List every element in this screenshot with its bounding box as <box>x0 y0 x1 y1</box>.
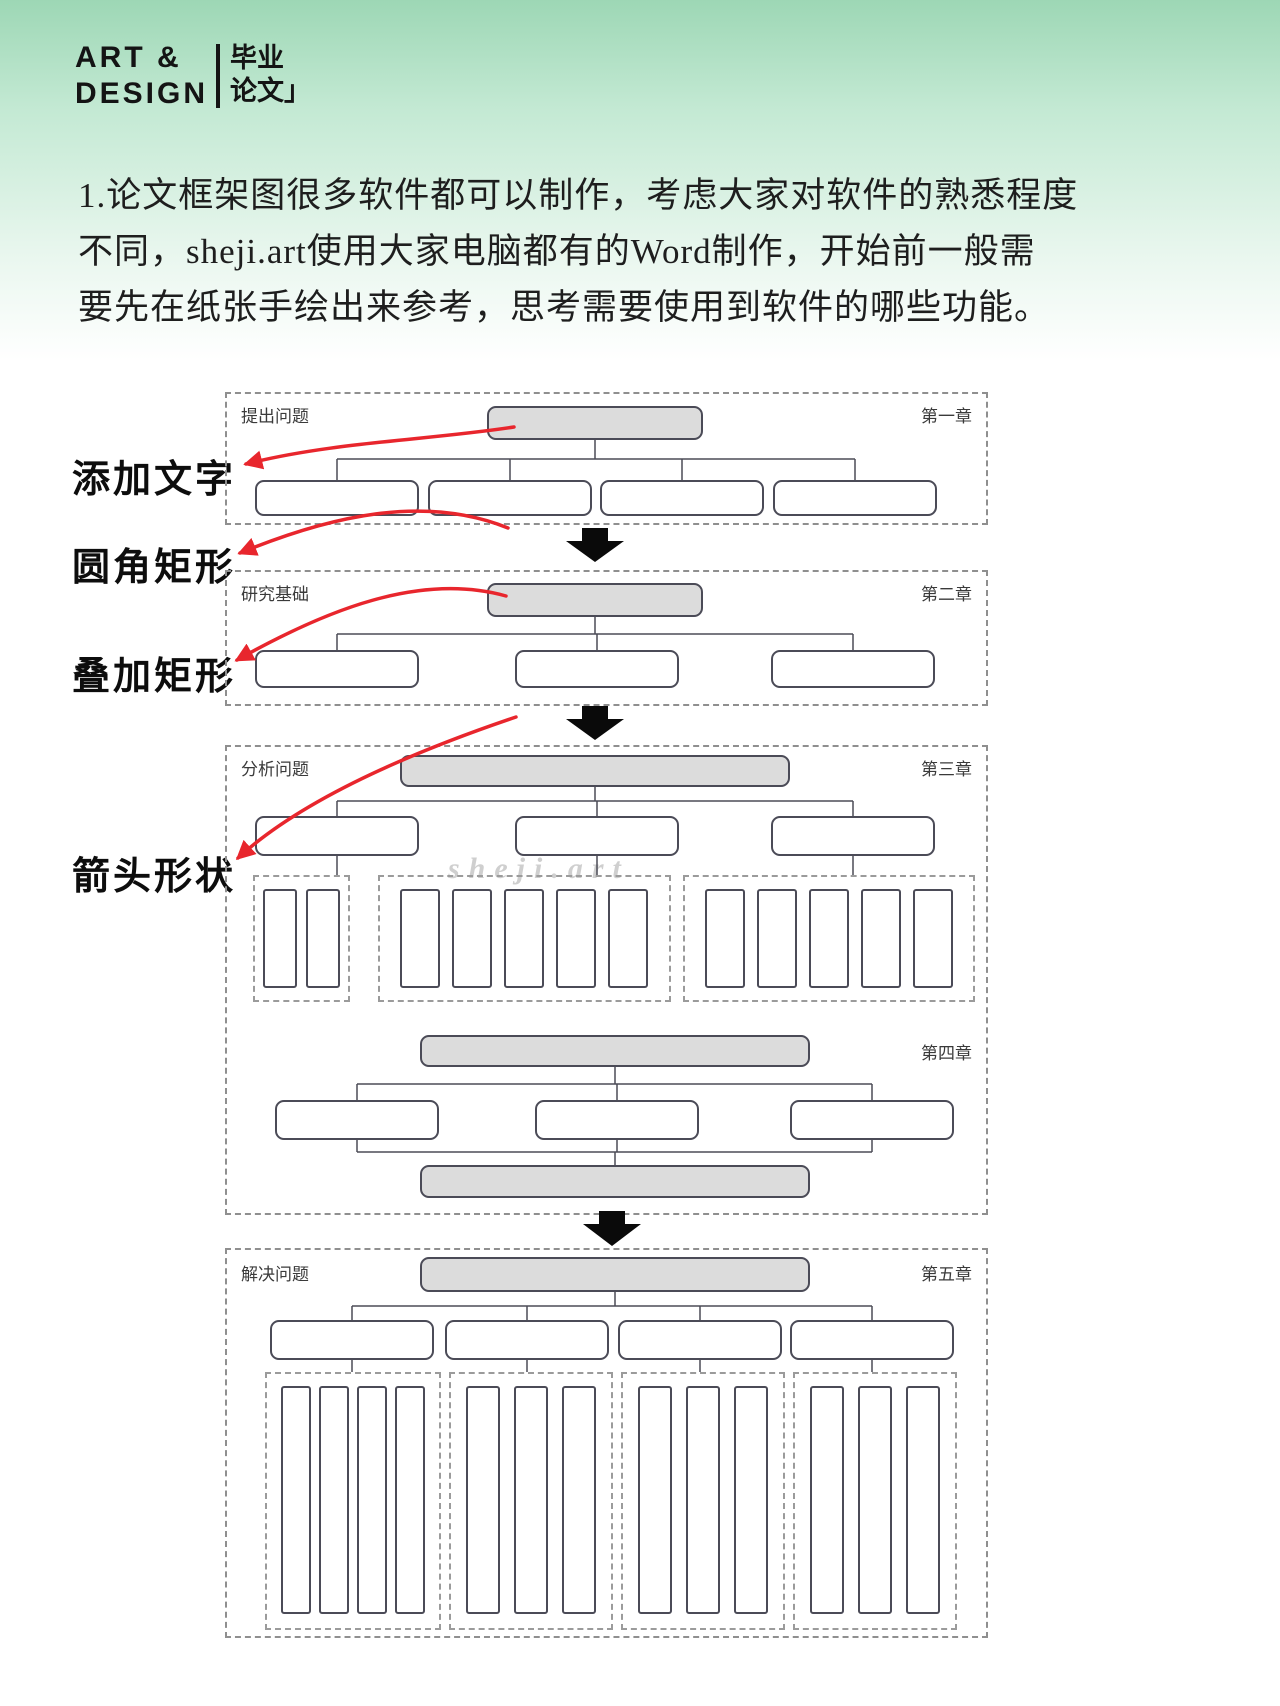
detail-rect <box>319 1386 349 1614</box>
chapter1-sub-box <box>428 480 592 516</box>
down-arrow-icon <box>566 706 624 740</box>
detail-rect <box>734 1386 768 1614</box>
chapter4-heading-box <box>420 1035 810 1067</box>
detail-rect <box>514 1386 548 1614</box>
logo-cn-line-2: 论文」 <box>230 76 311 106</box>
chapter2-topic-label: 研究基础 <box>241 585 309 604</box>
chapter4-title-label: 第四章 <box>921 1044 972 1063</box>
chapter2-sub-box <box>255 650 419 688</box>
chapter5-section-box: 解决问题 第五章 <box>225 1248 988 1638</box>
chapter5-sub-box <box>445 1320 609 1360</box>
down-arrow-icon <box>566 528 624 562</box>
detail-rect <box>638 1386 672 1614</box>
chapter5-sub-box <box>270 1320 434 1360</box>
intro-paragraph: 1.论文框架图很多软件都可以制作，考虑大家对软件的熟悉程度 不同，sheji.a… <box>78 168 1138 336</box>
detail-rect <box>608 889 648 988</box>
logo-cn-line-1: 毕业 <box>230 43 284 73</box>
intro-line-3: 要先在纸张手绘出来参考，思考需要使用到软件的哪些功能。 <box>78 288 1051 327</box>
detail-rect <box>913 889 953 988</box>
logo-art-design: ART & DESIGN <box>75 40 208 112</box>
down-arrow-icon <box>583 1211 641 1246</box>
detail-rect <box>809 889 849 988</box>
detail-rect <box>400 889 440 988</box>
detail-rect <box>306 889 340 988</box>
chapter3-detail-group <box>253 875 350 1002</box>
chapter4-sub-box <box>535 1100 699 1140</box>
chapter3-sub-box <box>515 816 679 856</box>
chapter1-heading-box <box>487 406 703 440</box>
chapter3-topic-label: 分析问题 <box>241 760 309 779</box>
intro-line-2: 不同，sheji.art使用大家电脑都有的Word制作，开始前一般需 <box>78 232 1036 271</box>
chapter3-detail-group <box>683 875 975 1002</box>
chapter5-sub-box <box>618 1320 782 1360</box>
detail-rect <box>466 1386 500 1614</box>
chapter3-detail-group <box>378 875 671 1002</box>
chapter3-sub-box <box>771 816 935 856</box>
logo-chinese: 毕业 论文」 <box>230 42 311 108</box>
chapter2-sub-box <box>515 650 679 688</box>
chapter5-detail-group <box>621 1372 785 1630</box>
chapter3-sub-box <box>255 816 419 856</box>
callout-stacked-rect: 叠加矩形 <box>72 656 237 698</box>
logo-line-1: ART & <box>75 41 182 74</box>
chapter2-heading-box <box>487 583 703 617</box>
chapter3-title-label: 第三章 <box>921 760 972 779</box>
chapter1-title-label: 第一章 <box>921 407 972 426</box>
detail-rect <box>556 889 596 988</box>
detail-rect <box>858 1386 892 1614</box>
chapter1-sub-box <box>600 480 764 516</box>
detail-rect <box>757 889 797 988</box>
detail-rect <box>395 1386 425 1614</box>
chapter5-topic-label: 解决问题 <box>241 1265 309 1284</box>
chapter5-sub-box <box>790 1320 954 1360</box>
detail-rect <box>686 1386 720 1614</box>
chapter1-sub-box <box>255 480 419 516</box>
logo-line-2: DESIGN <box>75 77 209 110</box>
chapter5-title-label: 第五章 <box>921 1265 972 1284</box>
chapter5-detail-group <box>449 1372 613 1630</box>
detail-rect <box>861 889 901 988</box>
detail-rect <box>357 1386 387 1614</box>
chapter5-detail-group <box>265 1372 441 1630</box>
chapter5-detail-group <box>793 1372 957 1630</box>
detail-rect <box>810 1386 844 1614</box>
chapter4-summary-box <box>420 1165 810 1198</box>
chapter1-topic-label: 提出问题 <box>241 407 309 426</box>
chapter1-sub-box <box>773 480 937 516</box>
chapter1-section-box: 提出问题 第一章 <box>225 392 988 525</box>
chapter2-title-label: 第二章 <box>921 585 972 604</box>
callout-arrow-shape: 箭头形状 <box>72 856 237 898</box>
chapter2-sub-box <box>771 650 935 688</box>
detail-rect <box>452 889 492 988</box>
intro-line-1: 1.论文框架图很多软件都可以制作，考虑大家对软件的熟悉程度 <box>78 176 1079 215</box>
chapter4-sub-box <box>275 1100 439 1140</box>
detail-rect <box>281 1386 311 1614</box>
chapter5-heading-box <box>420 1257 810 1292</box>
logo-divider <box>216 44 220 108</box>
detail-rect <box>504 889 544 988</box>
header-gradient <box>0 0 1280 360</box>
chapter3-heading-box <box>400 755 790 787</box>
callout-rounded-rect: 圆角矩形 <box>72 547 237 589</box>
detail-rect <box>705 889 745 988</box>
detail-rect <box>906 1386 940 1614</box>
callout-add-text: 添加文字 <box>72 459 237 501</box>
detail-rect <box>263 889 297 988</box>
detail-rect <box>562 1386 596 1614</box>
chapter4-sub-box <box>790 1100 954 1140</box>
